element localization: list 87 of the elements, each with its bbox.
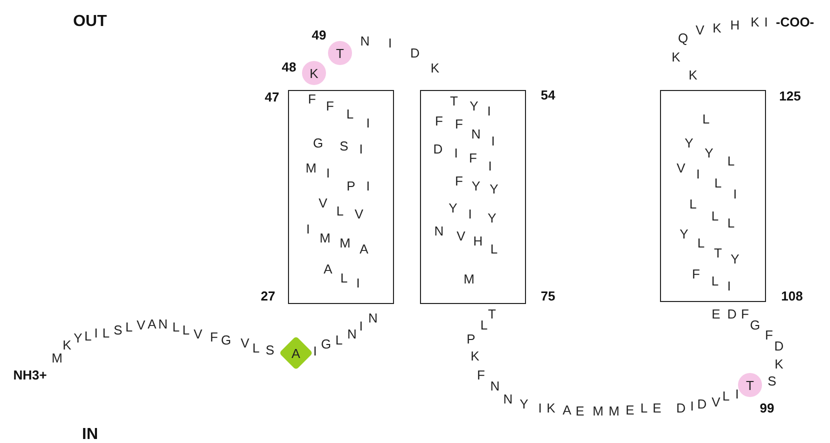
amino-acid-letter: I (454, 146, 458, 160)
amino-acid-sequence: QVKHKI (678, 14, 768, 46)
terminus-label: NH3+ (13, 368, 47, 382)
amino-acid-letter: F (326, 100, 334, 112)
amino-acid-letter: F (692, 268, 700, 280)
amino-acid-sequence: K (672, 50, 680, 64)
amino-acid-letter: L (702, 112, 710, 126)
amino-acid-letter: N (471, 128, 481, 140)
amino-acid-letter: Y (488, 212, 496, 224)
amino-acid-letter: I (366, 180, 370, 192)
amino-acid-letter: L (346, 108, 354, 120)
amino-acid-sequence: NIDK (360, 34, 440, 76)
residue-number: 125 (779, 88, 801, 104)
amino-acid-letter: V (676, 162, 686, 174)
amino-acid-letter: Y (704, 146, 714, 160)
amino-acid-letter: T (714, 246, 722, 260)
transmembrane-helix-box (660, 90, 766, 302)
amino-acid-letter: I (356, 276, 360, 290)
amino-acid-letter: V (354, 208, 364, 220)
amino-acid-letter: I (306, 222, 310, 236)
amino-acid-letter: L (490, 242, 498, 256)
residue-number: 75 (540, 288, 556, 304)
amino-acid-letter: I (359, 142, 363, 156)
transmembrane-helix-box (420, 90, 526, 304)
amino-acid-letter: Y (472, 180, 480, 192)
amino-acid-letter: Y (730, 252, 740, 266)
amino-acid-letter: H (473, 234, 483, 248)
amino-acid-sequence: EDFGFD (712, 306, 784, 354)
amino-acid-letter: I (727, 280, 731, 292)
amino-acid-letter: Y (490, 182, 498, 196)
amino-acid-letter: L (689, 198, 697, 210)
amino-acid-letter: N (434, 224, 444, 238)
amino-acid-letter: F (308, 92, 316, 106)
amino-acid-letter: L (714, 176, 722, 190)
amino-acid-letter: F (455, 118, 463, 130)
amino-acid-letter: I (491, 134, 495, 148)
amino-acid-letter: I (488, 160, 492, 172)
residue-number: 49 (312, 28, 326, 42)
amino-acid-letter: M (306, 162, 316, 174)
amino-acid-letter: Y (448, 202, 458, 214)
amino-acid-letter: F (435, 114, 443, 128)
amino-acid-letter: L (336, 204, 344, 218)
amino-acid-letter: F (455, 174, 463, 188)
amino-acid-letter: D (433, 142, 443, 156)
terminus-label: -COO- (776, 14, 814, 30)
amino-acid-letter: L (711, 274, 719, 288)
residue-number: 108 (781, 288, 803, 304)
amino-acid-letter: V (456, 230, 466, 242)
amino-acid-letter: F (469, 152, 477, 164)
amino-acid-letter: M (464, 272, 474, 286)
amino-acid-letter: T (450, 94, 458, 108)
amino-acid-letter: I (468, 208, 472, 220)
side-label: IN (82, 426, 98, 443)
amino-acid-letter: Y (684, 136, 694, 150)
amino-acid-letter: L (340, 272, 348, 284)
amino-acid-letter: M (340, 236, 350, 250)
amino-acid-letter: L (727, 154, 735, 168)
amino-acid-letter: P (346, 180, 356, 192)
side-label: OUT (73, 13, 107, 31)
amino-acid-letter: I (733, 188, 737, 200)
amino-acid-letter: I (487, 104, 491, 118)
amino-acid-sequence: K (774, 356, 784, 372)
highlighted-residue-circle: T (328, 41, 352, 65)
amino-acid-letter: I (696, 168, 700, 180)
amino-acid-sequence: K (688, 68, 698, 82)
amino-acid-letter: L (727, 216, 735, 230)
transmembrane-helix-box (288, 90, 394, 304)
highlighted-residue-circle: T (738, 373, 762, 397)
amino-acid-letter: Y (470, 100, 478, 112)
amino-acid-letter: I (326, 166, 330, 180)
highlighted-residue-circle: K (302, 61, 326, 85)
residue-number: 48 (282, 60, 296, 74)
amino-acid-letter: A (324, 262, 332, 276)
residue-number: 54 (540, 88, 556, 102)
amino-acid-letter: G (312, 136, 324, 150)
amino-acid-letter: S (340, 140, 348, 152)
residue-number: 27 (260, 288, 276, 304)
residue-number: 47 (264, 90, 280, 104)
amino-acid-letter: V (318, 196, 328, 210)
amino-acid-letter: L (711, 210, 719, 222)
amino-acid-sequence: S (768, 374, 776, 388)
amino-acid-letter: M (320, 232, 330, 244)
amino-acid-letter: L (697, 236, 705, 250)
residue-number: 99 (760, 400, 774, 416)
amino-acid-letter: I (366, 116, 370, 130)
amino-acid-letter: Y (680, 228, 688, 240)
amino-acid-letter: A (360, 242, 368, 256)
